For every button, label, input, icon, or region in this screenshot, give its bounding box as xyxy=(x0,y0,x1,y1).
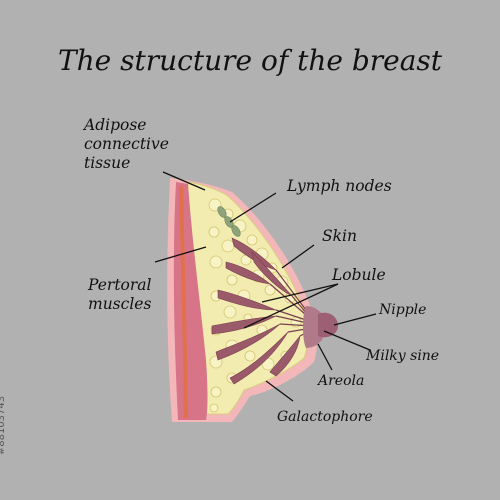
label-areola: Areola xyxy=(318,373,365,389)
label-adipose: Adipose connective tissue xyxy=(84,116,169,172)
rib-line xyxy=(179,185,188,419)
lymph-nodes xyxy=(217,206,241,237)
label-pectoral-muscles: Pertoral muscles xyxy=(88,276,152,313)
label-milky-sine: Milky sine xyxy=(366,348,440,364)
stock-id: #88103743 xyxy=(0,395,8,456)
label-lymph-nodes: Lymph nodes xyxy=(287,177,392,195)
leader-lines xyxy=(154,171,377,402)
lobules xyxy=(211,237,301,385)
diagram-title: The structure of the breast xyxy=(57,44,443,77)
label-lobule: Lobule xyxy=(332,266,386,284)
label-galactophore: Galactophore xyxy=(277,409,373,425)
nipple xyxy=(318,312,338,338)
label-nipple: Nipple xyxy=(379,302,427,318)
label-skin: Skin xyxy=(322,227,357,245)
